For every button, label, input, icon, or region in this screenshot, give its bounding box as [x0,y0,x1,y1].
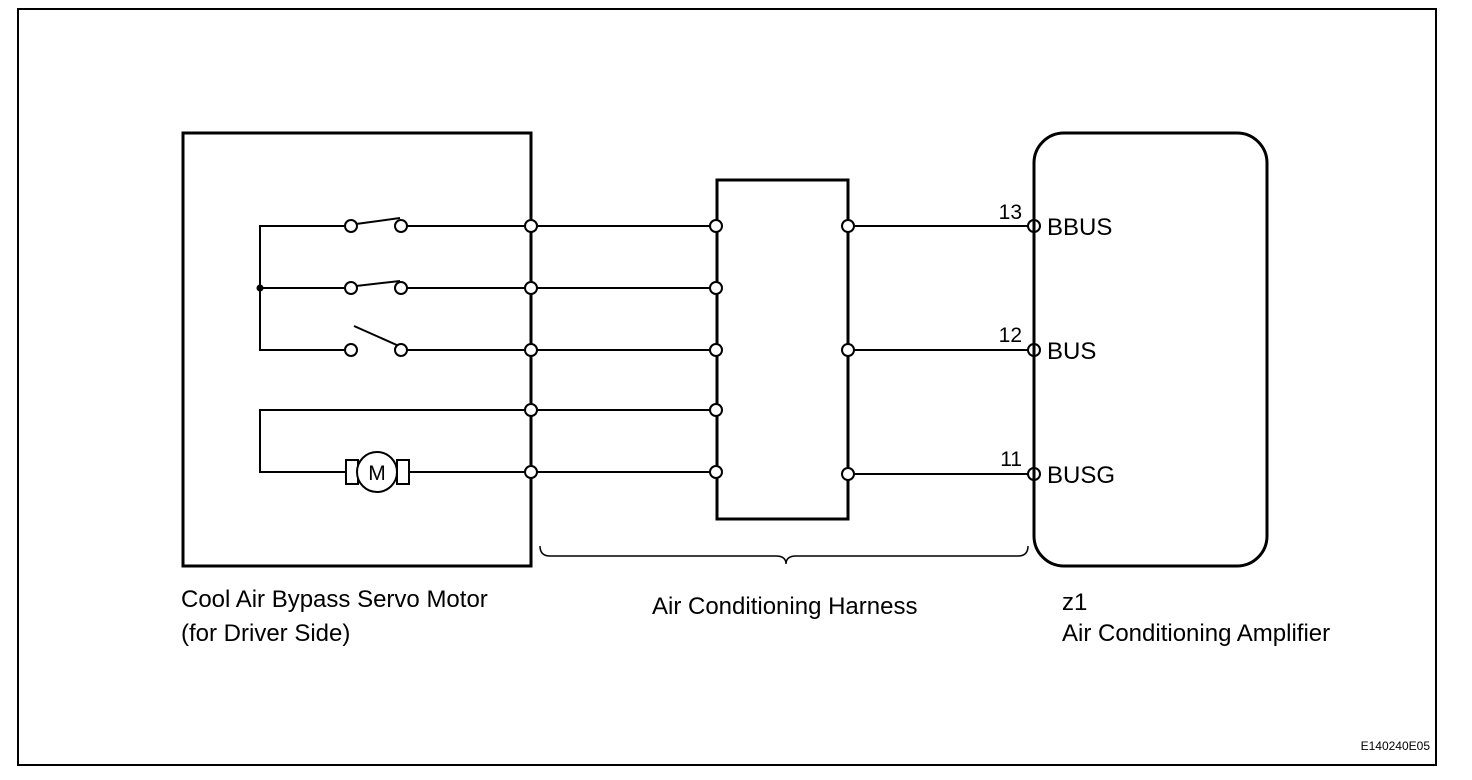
terminal-name: BBUS [1047,214,1112,241]
pin-number: 13 [999,201,1022,224]
figure-code: E140240E05 [1361,739,1431,753]
amplifier-box [1032,131,1269,568]
harness-label: Air Conditioning Harness [652,593,917,620]
pin-number: 12 [999,324,1022,347]
connector-pins [524,219,1041,481]
terminal-name: BUSG [1047,462,1115,489]
servo-motor-label-line2: (for Driver Side) [181,620,350,647]
amplifier-label: Air Conditioning Amplifier [1062,620,1330,647]
switch-contacts [344,219,408,357]
servo-to-harness-wires [531,225,716,473]
junction-dot [256,284,264,292]
amplifier-connector-label: z1 [1062,589,1087,616]
servo-motor-label-line1: Cool Air Bypass Servo Motor [181,586,488,613]
terminal-name: BUS [1047,338,1096,365]
motor-icon: M [345,451,410,493]
diagram-frame [17,8,1437,766]
harness-to-amplifier-wires [848,225,1034,475]
harness-box [715,178,850,521]
harness-brace [539,545,1029,565]
motor-symbol-label: M [368,462,386,485]
servo-internal-wiring [259,217,531,473]
pin-number: 11 [1000,448,1022,471]
